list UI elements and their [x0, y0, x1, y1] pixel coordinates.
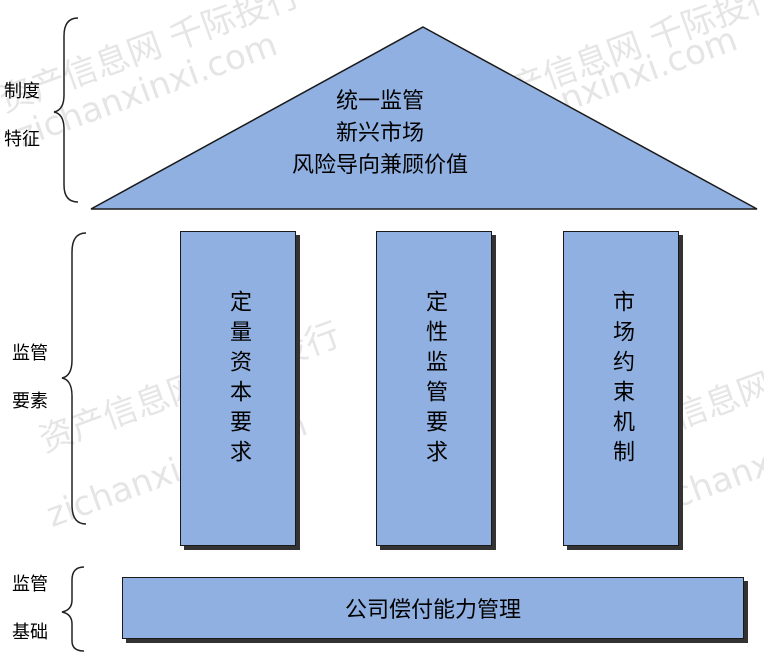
brace-middle [61, 232, 87, 525]
pillar-qualitative: 定性监管要求 [376, 231, 492, 546]
pillar-label: 市场约束机制 [609, 290, 634, 470]
roof-line-1: 统一监管 [335, 89, 424, 114]
pillar-label: 定性监管要求 [422, 290, 447, 470]
side-label-middle-2: 要素 [12, 391, 48, 412]
side-label-bottom-2: 基础 [12, 622, 48, 643]
side-label-middle-1: 监管 [12, 343, 48, 364]
roof-line-3: 风险导向兼顾价值 [291, 153, 468, 178]
roof-line-2: 新兴市场 [335, 121, 424, 146]
side-label-bottom-1: 监管 [12, 574, 48, 595]
pillar-quantitative: 定量资本要求 [180, 231, 296, 546]
brace-top [53, 17, 79, 203]
side-label-top-2: 特征 [4, 129, 40, 150]
side-label-top-1: 制度 [4, 81, 40, 102]
pillar-label: 定量资本要求 [226, 290, 251, 470]
brace-bottom [61, 566, 85, 652]
pillar-market: 市场约束机制 [563, 231, 679, 546]
base-label: 公司偿付能力管理 [344, 598, 521, 623]
base-foundation: 公司偿付能力管理 [122, 577, 744, 639]
roof-triangle [90, 26, 758, 210]
